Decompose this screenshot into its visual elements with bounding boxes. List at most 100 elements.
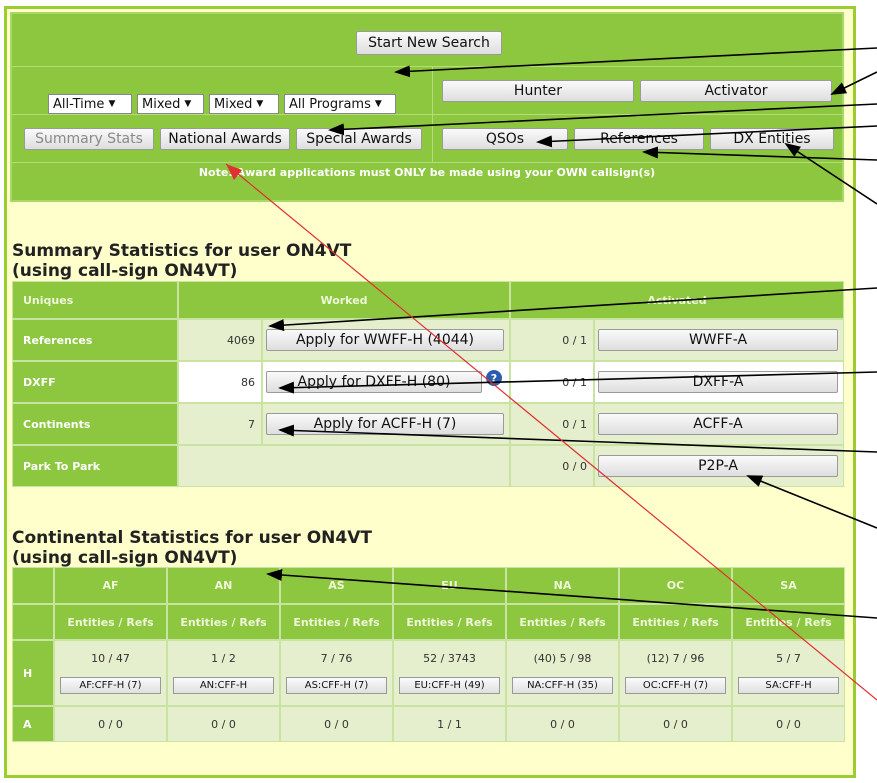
continent-header-sa: SA bbox=[732, 567, 845, 604]
qsos-button[interactable]: QSOs bbox=[442, 128, 568, 150]
h-cell-af: 10 / 47 AF:CFF-H (7) bbox=[54, 640, 167, 706]
apply-wwff-h-button[interactable]: Apply for WWFF-H (4044) bbox=[266, 329, 504, 351]
h-value-af: 10 / 47 bbox=[91, 651, 130, 665]
entities-refs-header: Entities / Refs bbox=[393, 604, 506, 640]
entities-refs-header: Entities / Refs bbox=[732, 604, 845, 640]
dropdown-arrow-icon: ▼ bbox=[256, 99, 264, 109]
mode-filter-select[interactable]: Mixed▼ bbox=[137, 94, 204, 114]
row-label-h: H bbox=[12, 640, 54, 706]
a-value-eu: 1 / 1 bbox=[393, 706, 506, 742]
entities-refs-header: Entities / Refs bbox=[506, 604, 619, 640]
continent-header-na: NA bbox=[506, 567, 619, 604]
time-filter-select[interactable]: All-Time▼ bbox=[48, 94, 132, 114]
row-label-references: References bbox=[12, 319, 178, 361]
h-value-oc: (12) 7 / 96 bbox=[646, 651, 705, 665]
apply-cell: Apply for ACFF-H (7) bbox=[262, 403, 510, 445]
h-value-an: 1 / 2 bbox=[211, 651, 236, 665]
national-awards-button[interactable]: National Awards bbox=[160, 128, 290, 150]
header-worked-label: Worked bbox=[320, 293, 368, 307]
summary-title: Summary Statistics for user ON4VT bbox=[12, 241, 352, 261]
special-awards-button[interactable]: Special Awards bbox=[296, 128, 422, 150]
apply-dxff-h-button[interactable]: Apply for DXFF-H (80) bbox=[266, 371, 482, 393]
header-activated-label: Activated bbox=[647, 293, 707, 307]
help-icon[interactable]: ? bbox=[486, 370, 502, 386]
cff-h-button-an[interactable]: AN:CFF-H bbox=[173, 677, 274, 694]
cff-h-button-na[interactable]: NA:CFF-H (35) bbox=[512, 677, 613, 694]
act-cell: WWFF-A bbox=[594, 319, 844, 361]
dropdown-arrow-icon: ▼ bbox=[108, 99, 116, 109]
row-label-park-to-park: Park To Park bbox=[12, 445, 178, 487]
h-cell-as: 7 / 76 AS:CFF-H (7) bbox=[280, 640, 393, 706]
apply-cell: Apply for WWFF-H (4044) bbox=[262, 319, 510, 361]
worked-p2p-empty bbox=[178, 445, 510, 487]
header-uniques: Uniques bbox=[12, 281, 178, 319]
entities-refs-header: Entities / Refs bbox=[54, 604, 167, 640]
dxff-a-button[interactable]: DXFF-A bbox=[598, 371, 838, 393]
row-label-a: A bbox=[12, 706, 54, 742]
entities-refs-header: Entities / Refs bbox=[167, 604, 280, 640]
program-filter-value: All Programs bbox=[289, 96, 371, 112]
wwff-a-button[interactable]: WWFF-A bbox=[598, 329, 838, 351]
row-label-dxff: DXFF bbox=[12, 361, 178, 403]
worked-dxff-value: 86 bbox=[178, 361, 262, 403]
entities-refs-header: Entities / Refs bbox=[280, 604, 393, 640]
acff-a-button[interactable]: ACFF-A bbox=[598, 413, 838, 435]
h-cell-na: (40) 5 / 98 NA:CFF-H (35) bbox=[506, 640, 619, 706]
summary-stats-button[interactable]: Summary Stats bbox=[24, 128, 154, 150]
row-label-cell bbox=[12, 567, 54, 604]
row-label-cell bbox=[12, 604, 54, 640]
a-value-an: 0 / 0 bbox=[167, 706, 280, 742]
h-value-as: 7 / 76 bbox=[320, 651, 353, 665]
activated-continents-value: 0 / 1 bbox=[510, 403, 594, 445]
a-value-na: 0 / 0 bbox=[506, 706, 619, 742]
header-uniques-label: Uniques bbox=[23, 293, 74, 307]
header-activated: Activated bbox=[510, 281, 844, 319]
act-cell: ACFF-A bbox=[594, 403, 844, 445]
a-value-sa: 0 / 0 bbox=[732, 706, 845, 742]
h-cell-sa: 5 / 7 SA:CFF-H bbox=[732, 640, 845, 706]
program-filter-select[interactable]: All Programs▼ bbox=[284, 94, 396, 114]
act-cell: P2P-A bbox=[594, 445, 844, 487]
row-label-continents: Continents bbox=[12, 403, 178, 445]
mode-filter-value: Mixed bbox=[142, 96, 181, 112]
award-note: Note: Award applications must ONLY be ma… bbox=[198, 166, 656, 179]
cff-h-button-eu[interactable]: EU:CFF-H (49) bbox=[399, 677, 500, 694]
p2p-a-button[interactable]: P2P-A bbox=[598, 455, 838, 477]
continent-header-eu: EU bbox=[393, 567, 506, 604]
cff-h-button-sa[interactable]: SA:CFF-H bbox=[738, 677, 839, 694]
worked-references-value: 4069 bbox=[178, 319, 262, 361]
h-cell-an: 1 / 2 AN:CFF-H bbox=[167, 640, 280, 706]
h-value-sa: 5 / 7 bbox=[776, 651, 801, 665]
cff-h-button-as[interactable]: AS:CFF-H (7) bbox=[286, 677, 387, 694]
start-new-search-button[interactable]: Start New Search bbox=[356, 31, 502, 55]
entities-refs-header: Entities / Refs bbox=[619, 604, 732, 640]
cff-h-button-af[interactable]: AF:CFF-H (7) bbox=[60, 677, 161, 694]
activated-p2p-value: 0 / 0 bbox=[510, 445, 594, 487]
cff-h-button-oc[interactable]: OC:CFF-H (7) bbox=[625, 677, 726, 694]
h-value-eu: 52 / 3743 bbox=[423, 651, 476, 665]
activator-button[interactable]: Activator bbox=[640, 80, 832, 102]
continent-header-oc: OC bbox=[619, 567, 732, 604]
a-value-oc: 0 / 0 bbox=[619, 706, 732, 742]
summary-subtitle: (using call-sign ON4VT) bbox=[12, 261, 238, 281]
hunter-button[interactable]: Hunter bbox=[442, 80, 634, 102]
header-worked: Worked bbox=[178, 281, 510, 319]
continent-header-an: AN bbox=[167, 567, 280, 604]
a-value-af: 0 / 0 bbox=[54, 706, 167, 742]
activated-references-value: 0 / 1 bbox=[510, 319, 594, 361]
continent-header-as: AS bbox=[280, 567, 393, 604]
dx-entities-button[interactable]: DX Entities bbox=[710, 128, 834, 150]
band-filter-value: Mixed bbox=[214, 96, 253, 112]
continental-subtitle: (using call-sign ON4VT) bbox=[12, 548, 238, 568]
apply-cell: Apply for DXFF-H (80) ? bbox=[262, 361, 510, 403]
h-value-na: (40) 5 / 98 bbox=[533, 651, 592, 665]
h-cell-oc: (12) 7 / 96 OC:CFF-H (7) bbox=[619, 640, 732, 706]
activated-dxff-value: 0 / 1 bbox=[510, 361, 594, 403]
continent-header-af: AF bbox=[54, 567, 167, 604]
band-filter-select[interactable]: Mixed▼ bbox=[209, 94, 279, 114]
continental-title: Continental Statistics for user ON4VT bbox=[12, 528, 372, 548]
apply-acff-h-button[interactable]: Apply for ACFF-H (7) bbox=[266, 413, 504, 435]
dropdown-arrow-icon: ▼ bbox=[374, 99, 382, 109]
references-button[interactable]: References bbox=[574, 128, 704, 150]
